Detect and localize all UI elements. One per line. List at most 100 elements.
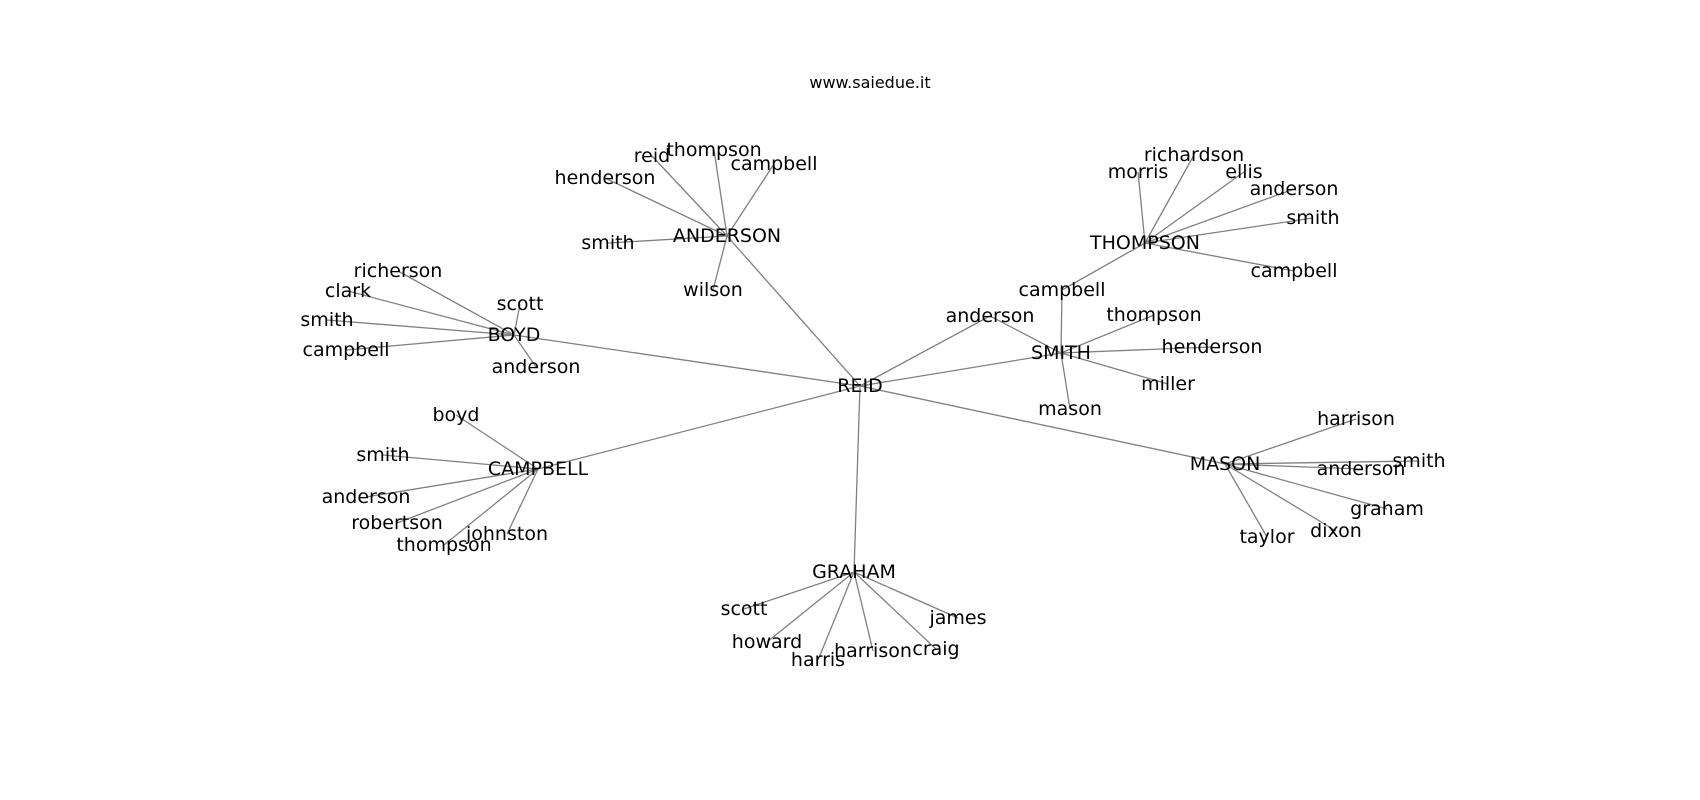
node-reid: REID	[837, 375, 882, 397]
edge-reid-campbell	[537, 385, 861, 470]
edge-reid-smith	[859, 352, 1062, 387]
node-anderson-reid: reid	[634, 145, 670, 167]
node-anderson-smith: smith	[581, 232, 634, 254]
node-graham: GRAHAM	[812, 561, 896, 583]
edge-anderson-anderson_thompson	[713, 149, 728, 237]
edge-anderson-anderson_reid	[651, 155, 728, 237]
edge-mason-mason_taylor	[1224, 463, 1268, 538]
node-campbell: CAMPBELL	[488, 458, 589, 480]
node-smith-campbell: campbell	[1019, 279, 1106, 301]
edge-campbell-campbell_boyd	[455, 414, 539, 470]
node-boyd-clark: clark	[325, 280, 371, 302]
edge-graham-graham_scott	[743, 571, 855, 610]
edge-thompson-thompson_anderson	[1144, 188, 1295, 244]
edge-smith-smith_miller	[1060, 352, 1169, 385]
edge-mason-mason_graham	[1224, 463, 1388, 510]
node-mason-dixon: dixon	[1310, 520, 1362, 542]
node-boyd-smith: smith	[300, 309, 353, 331]
node-mason-smith: smith	[1392, 450, 1445, 472]
edge-thompson-smith_campbell	[1061, 242, 1146, 291]
edge-thompson-thompson_morris	[1137, 171, 1146, 244]
node-smith-mason: mason	[1038, 398, 1102, 420]
node-thompson-morris: morris	[1108, 161, 1169, 183]
node-campbell-thompson: thompson	[396, 534, 491, 556]
node-boyd-scott: scott	[497, 293, 544, 315]
node-graham-howard: howard	[732, 631, 802, 653]
node-smith-anderson: anderson	[946, 305, 1035, 327]
node-mason-anderson: anderson	[1317, 458, 1406, 480]
node-anderson-henderson: henderson	[555, 167, 656, 189]
edge-reid-anderson	[726, 235, 861, 387]
edge-graham-graham_harris	[817, 571, 855, 661]
node-smith: SMITH	[1031, 342, 1091, 364]
node-anderson: ANDERSON	[673, 225, 781, 247]
edge-thompson-thompson_smith	[1144, 217, 1314, 244]
node-boyd-anderson: anderson	[492, 356, 581, 378]
edge-boyd-boyd_smith	[326, 319, 515, 336]
edge-thompson-thompson_ellis	[1144, 171, 1245, 244]
node-smith-miller: miller	[1141, 373, 1195, 395]
edge-thompson-thompson_campbell	[1144, 242, 1295, 272]
edge-boyd-boyd_scott	[513, 303, 521, 336]
node-mason: MASON	[1190, 453, 1261, 475]
edge-boyd-boyd_anderson	[513, 334, 537, 368]
site-title: www.saiedue.it	[809, 73, 930, 92]
edge-campbell-campbell_johnston	[506, 468, 539, 535]
edge-campbell-campbell_anderson	[365, 468, 539, 498]
edge-reid-smith_anderson	[859, 315, 991, 387]
edge-campbell-campbell_thompson	[443, 468, 539, 546]
node-thompson-campbell: campbell	[1251, 260, 1338, 282]
node-mason-taylor: taylor	[1239, 526, 1294, 548]
node-boyd: BOYD	[488, 324, 541, 346]
node-mason-graham: graham	[1350, 498, 1424, 520]
edge-anderson-anderson_wilson	[712, 235, 728, 291]
edge-boyd-boyd_richerson	[397, 270, 515, 336]
edge-graham-graham_craig	[853, 571, 937, 650]
edge-graham-graham_howard	[766, 571, 855, 643]
edge-graham-graham_harrison	[853, 571, 874, 652]
node-campbell-johnston: johnston	[465, 523, 548, 545]
node-graham-harris: harris	[791, 649, 845, 671]
graph-nodes: REIDANDERSONreidthompsoncampbellhenderso…	[300, 139, 1445, 671]
edge-thompson-thompson_richardson	[1144, 154, 1195, 244]
edge-anderson-anderson_smith	[607, 235, 728, 244]
node-graham-scott: scott	[721, 598, 768, 620]
node-campbell-robertson: robertson	[351, 512, 443, 534]
node-smith-henderson: henderson	[1162, 336, 1263, 358]
node-campbell-smith: smith	[356, 444, 409, 466]
edge-anderson-anderson_campbell	[726, 163, 775, 237]
edge-smith-smith_henderson	[1060, 346, 1213, 354]
node-anderson-campbell: campbell	[731, 153, 818, 175]
node-thompson-richardson: richardson	[1144, 144, 1244, 166]
edge-reid-graham	[853, 385, 861, 573]
node-campbell-boyd: boyd	[433, 404, 480, 426]
node-graham-harrison: harrison	[834, 640, 912, 662]
node-smith-thompson: thompson	[1106, 304, 1201, 326]
edge-mason-mason_anderson	[1224, 463, 1362, 470]
edge-reid-boyd	[513, 334, 861, 387]
edge-smith-smith_mason	[1060, 352, 1071, 410]
edge-smith-smith_thompson	[1060, 314, 1155, 354]
node-boyd-richerson: richerson	[354, 260, 443, 282]
node-thompson-anderson: anderson	[1250, 178, 1339, 200]
edge-anderson-anderson_henderson	[604, 177, 728, 237]
edge-mason-mason_dixon	[1224, 463, 1337, 532]
edge-boyd-boyd_campbell	[345, 334, 515, 351]
edge-reid-mason	[859, 385, 1226, 465]
node-campbell-anderson: anderson	[322, 486, 411, 508]
node-graham-craig: craig	[912, 638, 959, 660]
node-thompson-smith: smith	[1286, 207, 1339, 229]
edge-campbell-campbell_smith	[382, 454, 539, 470]
node-anderson-thompson: thompson	[666, 139, 761, 161]
node-thompson: THOMPSON	[1089, 232, 1200, 254]
edge-campbell-campbell_robertson	[396, 468, 539, 524]
edge-boyd-boyd_clark	[347, 290, 515, 336]
edge-graham-graham_james	[853, 571, 959, 619]
node-graham-james: james	[928, 607, 986, 629]
node-mason-harrison: harrison	[1317, 408, 1395, 430]
node-anderson-wilson: wilson	[683, 279, 743, 301]
edge-smith-smith_campbell	[1060, 289, 1063, 354]
node-thompson-ellis: ellis	[1225, 161, 1262, 183]
graph-edges	[326, 149, 1420, 661]
